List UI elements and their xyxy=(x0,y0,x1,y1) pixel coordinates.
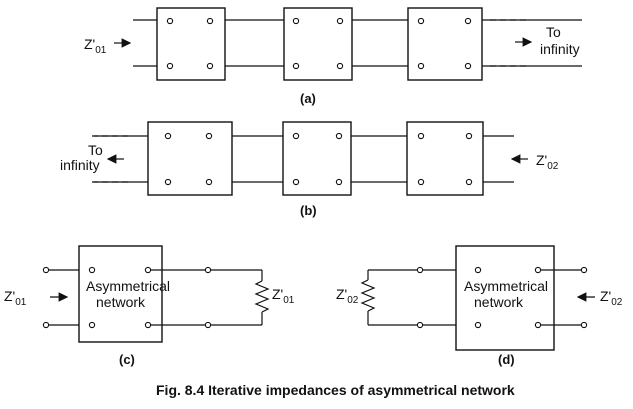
network-label-line2: network xyxy=(96,294,146,310)
panel-b-label: (b) xyxy=(300,203,317,218)
network-box-1 xyxy=(156,7,226,81)
panel-d: Asymmetrical network Z'02 Z'02 (d) xyxy=(336,245,623,367)
panel-a-label: (a) xyxy=(300,91,316,106)
network-box-1 xyxy=(147,121,233,196)
load-impedance-label: Z'02 xyxy=(336,286,359,306)
load-impedance-label: Z'01 xyxy=(272,286,295,306)
input-impedance-label: Z'02 xyxy=(536,152,559,172)
terminals xyxy=(166,17,472,70)
network-box-3 xyxy=(406,121,484,196)
to-infinity-line2: infinity xyxy=(540,41,580,57)
terminals xyxy=(42,266,212,329)
network-label-line2: network xyxy=(474,294,524,310)
input-impedance-label: Z'02 xyxy=(600,288,623,308)
network-label-line1: Asymmetrical xyxy=(86,278,170,294)
panel-c: Asymmetrical network Z'01 Z'01 (c) xyxy=(4,245,295,367)
input-impedance-label: Z'01 xyxy=(4,288,27,308)
panel-c-label: (c) xyxy=(119,352,135,367)
load-resistor xyxy=(254,280,270,313)
network-label-line1: Asymmetrical xyxy=(464,278,548,294)
to-infinity-line2: infinity xyxy=(60,157,100,173)
figure-caption: Fig. 8.4 Iterative impedances of asymmet… xyxy=(156,382,515,398)
terminals xyxy=(416,266,588,329)
to-infinity-line1: To xyxy=(88,142,103,158)
asymmetrical-network-box xyxy=(455,245,555,351)
load-resistor xyxy=(360,279,376,312)
input-impedance-label: Z'01 xyxy=(84,36,107,56)
panel-b: To infinity Z'02 (b) xyxy=(60,121,559,218)
panel-a: Z'01 To infinity (a) xyxy=(84,7,582,106)
terminals xyxy=(164,132,473,186)
panel-d-label: (d) xyxy=(498,352,515,367)
to-infinity-line1: To xyxy=(546,24,561,40)
